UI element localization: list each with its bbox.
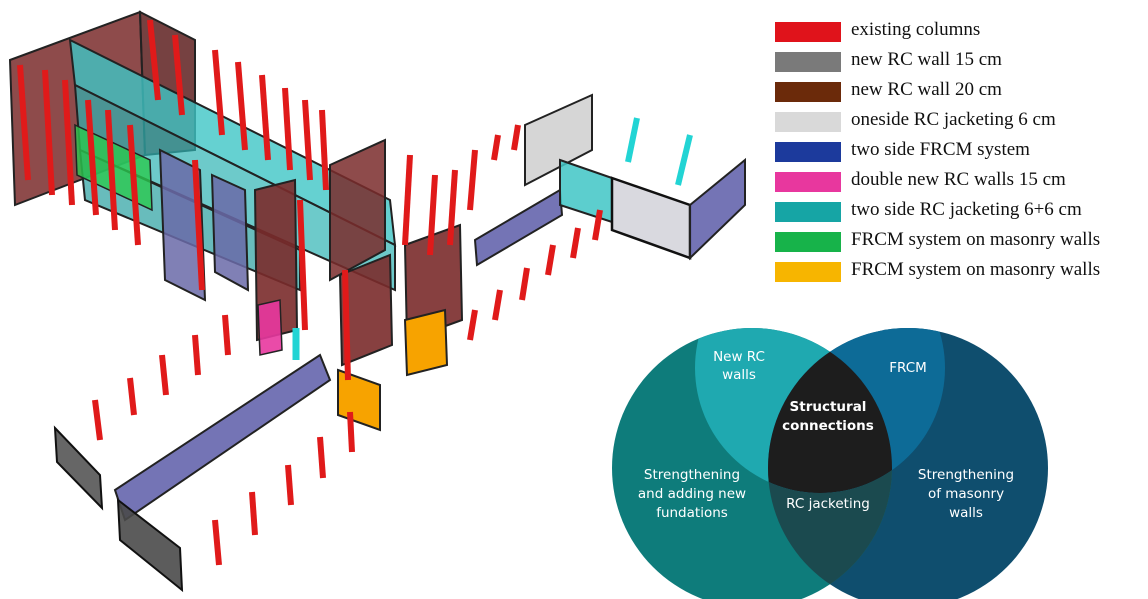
legend-item: double new RC walls 15 cm [775,167,1145,197]
cyan-bar-1 [625,117,640,163]
legend-label: new RC wall 20 cm [851,79,1002,100]
legend-swatch [775,142,841,162]
legend-swatch [775,262,841,282]
structural-model-3d [8,10,746,593]
legend-label: FRCM system on masonry walls [851,229,1101,250]
legend-item: existing columns [775,17,1145,47]
venn-center [768,328,892,493]
legend-item: two side FRCM system [775,137,1145,167]
cyan-bar-2 [675,134,693,186]
frcm-purple-right-wall [473,188,564,267]
frcm-purple-front-wall [113,353,332,522]
frcm-purple-far-right [689,157,746,261]
venn-label-rc-jacketing: RC jacketing [786,496,870,512]
legend-swatch [775,52,841,72]
legend-item: new RC wall 15 cm [775,47,1145,77]
legend-item: new RC wall 20 cm [775,77,1145,107]
rc-wall-20-right [329,138,386,282]
legend-swatch [775,172,841,192]
rc-jacketing-right [559,158,613,224]
legend-swatch [775,82,841,102]
legend-swatch [775,22,841,42]
rc-wall-15-front-1 [53,425,104,511]
venn-label-frcm: FRCM [889,360,927,376]
rc-wall-20-lower [338,253,394,367]
frcm-purple-wall-2 [210,173,250,292]
frcm-orange-2 [337,368,381,432]
legend-label: existing columns [851,19,981,40]
rc-wall-20-lower-2 [403,223,464,342]
legend-swatch [775,112,841,132]
frcm-orange-1 [403,308,449,377]
legend-swatch [775,232,841,252]
legend-swatch [775,202,841,222]
legend-label: double new RC walls 15 cm [851,169,1066,190]
oneside-jacketing-box [610,176,692,260]
legend-label: FRCM system on masonry walls [851,259,1101,280]
legend-item: FRCM system on masonry walls [775,227,1145,257]
legend-item: two side RC jacketing 6+6 cm [775,197,1145,227]
legend-label: two side FRCM system [851,139,1030,160]
legend-label: new RC wall 15 cm [851,49,1002,70]
legend: existing columns new RC wall 15 cm new R… [775,17,1145,287]
legend-item: oneside RC jacketing 6 cm [775,107,1145,137]
oneside-jacketing-panel [524,93,593,187]
rc-wall-15-front-2 [116,497,184,593]
legend-label: two side RC jacketing 6+6 cm [851,199,1082,220]
legend-label: oneside RC jacketing 6 cm [851,109,1056,130]
existing-columns [17,19,603,566]
double-rc-wall-magenta [257,299,283,356]
legend-item: FRCM system on masonry walls [775,257,1145,287]
